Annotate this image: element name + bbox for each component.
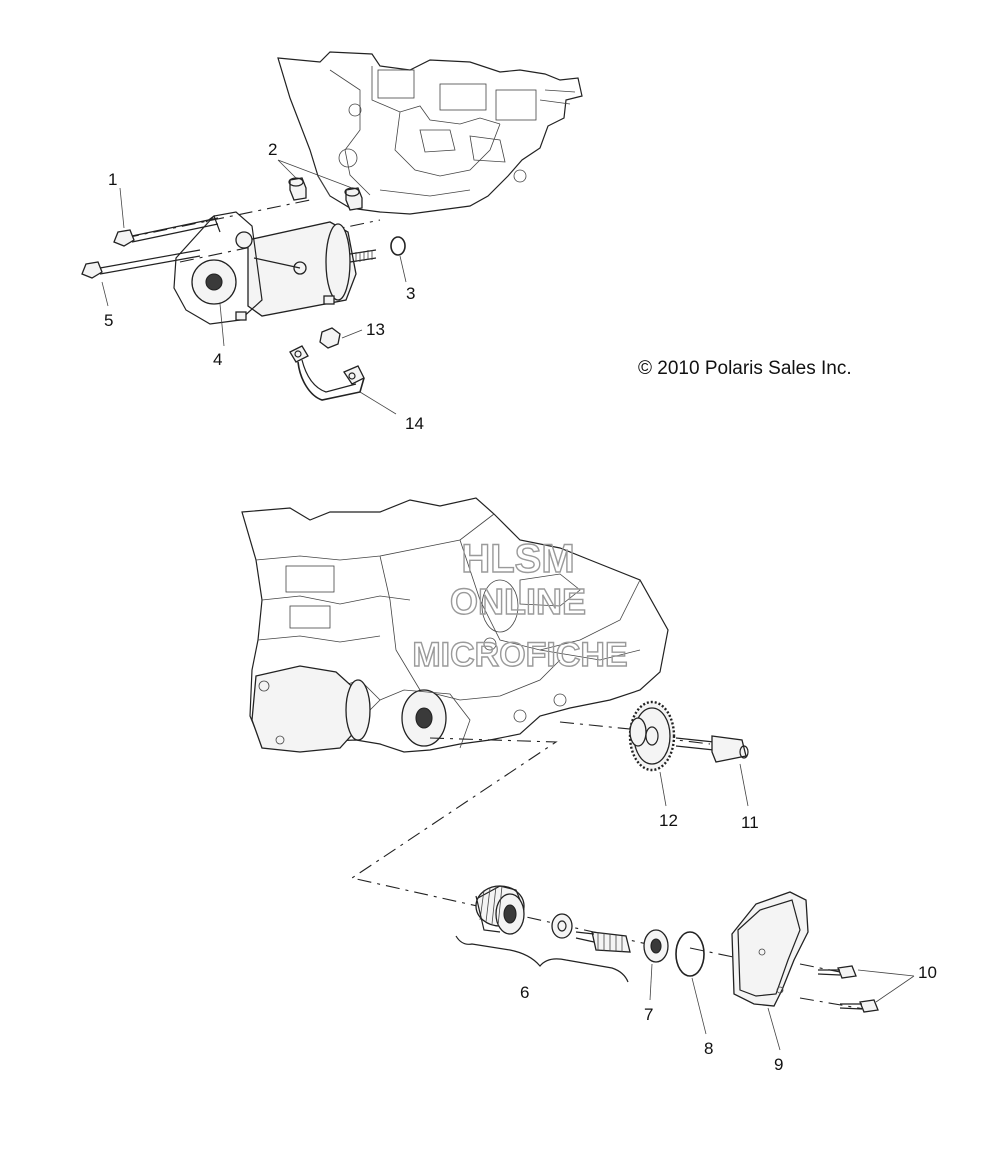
cover-screws: [817, 965, 879, 1013]
starter-drive-gear: [475, 885, 525, 935]
callout-1: 1: [108, 170, 117, 189]
callout-2: 2: [268, 140, 277, 159]
axis-line: [179, 219, 381, 263]
callout-9: 9: [774, 1055, 783, 1074]
callout-8: 8: [704, 1039, 713, 1058]
axis-line: [124, 199, 311, 239]
leader-lines-bottom: [649, 763, 915, 1051]
axis-line: [799, 997, 871, 1011]
bolt-long-upper: [113, 217, 219, 247]
starter-clutch: [575, 931, 631, 953]
bearing: [643, 929, 669, 963]
copyright-text: © 2010 Polaris Sales Inc.: [638, 358, 852, 379]
watermark-line2: ONLINE: [450, 581, 586, 622]
group-bracket: [455, 935, 629, 983]
watermark-line3: MICROFICHE: [412, 636, 627, 674]
callout-3: 3: [406, 284, 415, 303]
idler-shaft: [675, 735, 749, 763]
idler-gear: [628, 700, 676, 772]
o-ring: [390, 236, 406, 256]
watermark: HLSM ONLINE MICROFICHE: [412, 536, 629, 674]
callout-12: 12: [659, 811, 678, 830]
spacer-left: [288, 177, 307, 201]
bolt-long-lower: [81, 249, 201, 279]
spacer-right: [344, 187, 363, 211]
callout-4: 4: [213, 350, 222, 369]
leader-lines-top: [101, 159, 407, 415]
upper-engine-block: [277, 51, 583, 215]
lower-engine-block: [241, 497, 669, 753]
callout-5: 5: [104, 311, 113, 330]
watermark-line1: HLSM: [461, 537, 574, 581]
callout-7: 7: [644, 1005, 653, 1024]
starter-drive-cover: [731, 891, 809, 1007]
cover-o-ring: [675, 931, 705, 977]
starter-motor: [173, 211, 377, 325]
axis-line: [559, 721, 641, 731]
callout-14: 14: [405, 414, 424, 433]
callout-11: 11: [741, 813, 759, 832]
callout-13: 13: [366, 320, 385, 339]
callout-6: 6: [520, 983, 529, 1002]
nut: [319, 327, 341, 349]
starter-cable: [253, 257, 365, 401]
bushing: [551, 913, 573, 939]
axis-line: [689, 947, 739, 959]
callout-labels: 1 2 3 4 5 6 7 8 9 10 11 12 13 14: [104, 140, 937, 1074]
callout-10: 10: [918, 963, 937, 982]
